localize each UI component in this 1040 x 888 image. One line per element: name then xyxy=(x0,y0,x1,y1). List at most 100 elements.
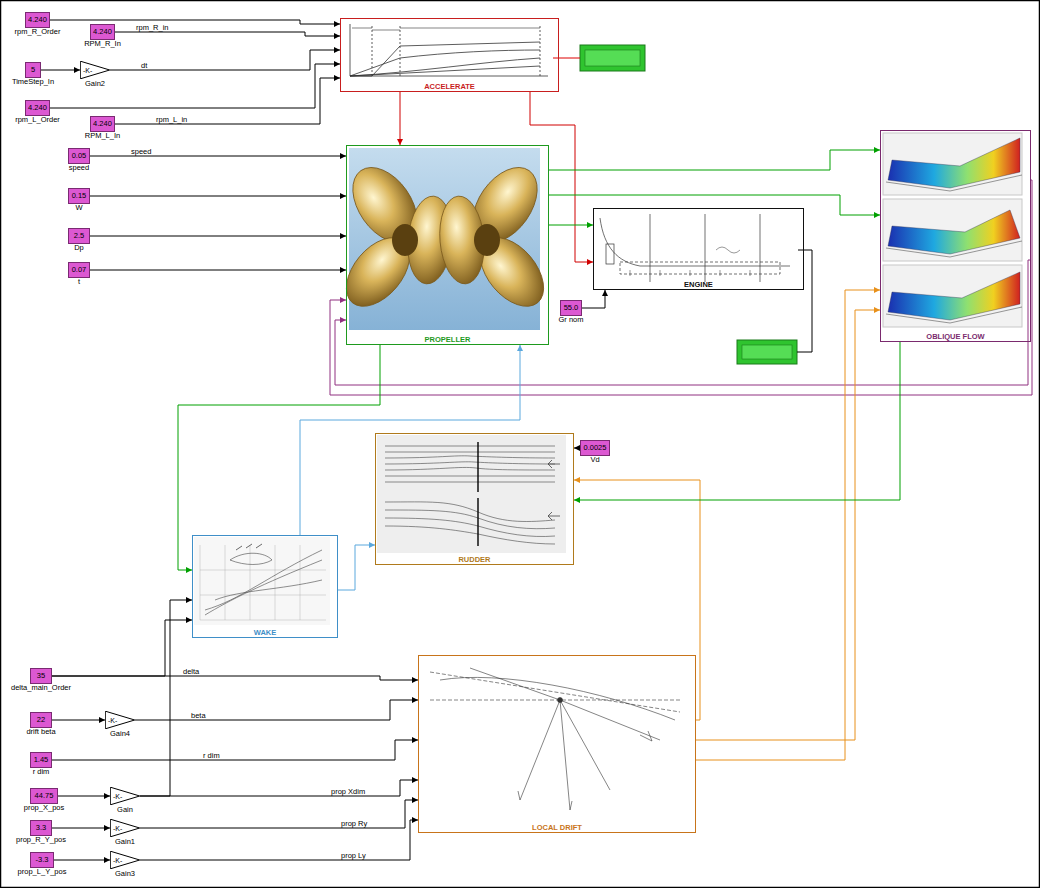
signal-path xyxy=(549,225,593,226)
block-name: Gain1 xyxy=(115,838,135,846)
surface-plots xyxy=(883,133,1022,327)
constant-value: 22 xyxy=(37,716,45,724)
block-name: r dim xyxy=(33,768,50,776)
signal-label: speed xyxy=(130,148,152,156)
signal-line xyxy=(574,477,700,720)
signal-line xyxy=(90,193,346,199)
signal-line xyxy=(338,542,375,590)
signal-path xyxy=(58,796,110,797)
constant-value: 0.05 xyxy=(72,152,87,160)
signal-path xyxy=(400,92,401,145)
constant-block: 4.240RPM_R_In xyxy=(90,24,115,40)
signal-path xyxy=(140,780,418,796)
block-name: prop_L_Y_pos xyxy=(18,868,67,876)
arrow-head xyxy=(517,345,523,351)
arrow-head xyxy=(602,290,608,296)
signal-path xyxy=(90,236,346,237)
signal-path xyxy=(52,740,418,760)
signal-line xyxy=(115,32,340,39)
signal-line xyxy=(397,92,403,145)
signal-line xyxy=(52,717,105,723)
block-name: delta_main_Order xyxy=(11,684,71,692)
signal-line xyxy=(52,825,110,831)
gain-value: -K- xyxy=(108,717,117,724)
constant-block: 55.0Gr nom xyxy=(560,300,582,316)
constant-block: 4.240RPM_L_In xyxy=(90,116,115,132)
constant-value: 4.240 xyxy=(93,120,112,128)
constant-block: 5TimeStep_In xyxy=(25,62,41,78)
constant-block: 2.5Dp xyxy=(68,228,90,244)
block-name: prop_X_pos xyxy=(24,804,64,812)
block-name: t xyxy=(78,278,80,286)
gain-block: -K-Gain xyxy=(110,787,140,805)
signal-path xyxy=(549,150,880,170)
signal-line xyxy=(330,180,1032,395)
block-title: OBLIQUE FLOW xyxy=(881,333,1030,341)
signal-path xyxy=(52,620,192,676)
signal-line xyxy=(140,817,418,860)
signal-line xyxy=(549,195,880,218)
block-name: RPM_R_In xyxy=(84,40,121,48)
subsystem-block: ENGINE xyxy=(593,208,804,290)
subsystem-block: LOCAL DRIFT xyxy=(418,655,696,833)
block-name: W xyxy=(75,204,82,212)
block-name: Vd xyxy=(590,456,599,464)
constant-value: 5 xyxy=(31,66,35,74)
constant-value: 44.75 xyxy=(35,792,54,800)
wake-chart xyxy=(194,537,330,625)
signal-line xyxy=(90,233,346,239)
signal-path xyxy=(52,828,110,829)
signal-label: rpm_R_in xyxy=(135,24,170,32)
constant-value: 0.0025 xyxy=(584,444,607,452)
subsystem-block: WAKE xyxy=(192,535,338,638)
constant-value: 4.240 xyxy=(28,16,47,24)
signal-line xyxy=(696,307,880,740)
signal-path xyxy=(115,32,340,36)
constant-value: 35 xyxy=(37,672,45,680)
display-box xyxy=(580,45,645,71)
signal-label: prop Ly xyxy=(340,852,367,860)
arrow-head xyxy=(104,825,110,831)
constant-block: 22drift beta xyxy=(30,712,52,728)
constant-value: 2.5 xyxy=(74,232,84,240)
rudder-streamlines xyxy=(377,435,566,553)
gain-outline xyxy=(110,851,139,869)
signal-path xyxy=(530,92,593,262)
signal-path xyxy=(140,600,192,796)
signal-line xyxy=(140,597,192,796)
block-name: Gain4 xyxy=(110,730,130,738)
block-name: prop_R_Y_pos xyxy=(16,836,66,844)
constant-block: 44.75prop_X_pos xyxy=(30,788,58,804)
gain-block: -K-Gain2 xyxy=(80,61,110,79)
arrow-head xyxy=(74,67,80,73)
engine-sketch xyxy=(600,214,790,282)
gain-value: -K- xyxy=(113,857,122,864)
gain-outline xyxy=(105,711,134,729)
signal-label: delta xyxy=(182,668,200,676)
signal-label: r dim xyxy=(202,752,221,760)
arrow-head xyxy=(574,477,580,483)
constant-value: 3.3 xyxy=(36,824,46,832)
signal-line xyxy=(582,290,608,308)
signal-line xyxy=(549,147,880,170)
constant-block: 1.45r dim xyxy=(30,752,52,768)
signal-label: prop Ry xyxy=(340,820,368,828)
block-name: RPM_L_In xyxy=(85,132,120,140)
constant-block: 4.240rpm_L_Order xyxy=(25,100,50,116)
constant-value: 55.0 xyxy=(564,304,579,312)
signal-path xyxy=(178,345,380,570)
signal-path xyxy=(140,820,418,860)
constant-value: 4.240 xyxy=(93,28,112,36)
wire xyxy=(553,58,580,59)
signal-path xyxy=(574,342,900,500)
signal-path xyxy=(330,180,1032,395)
signal-line xyxy=(54,857,110,863)
arrow-head xyxy=(574,497,580,503)
block-name: TimeStep_In xyxy=(12,78,54,86)
signal-line xyxy=(140,777,418,796)
drift-geometry xyxy=(430,668,680,810)
signal-path xyxy=(54,860,110,861)
